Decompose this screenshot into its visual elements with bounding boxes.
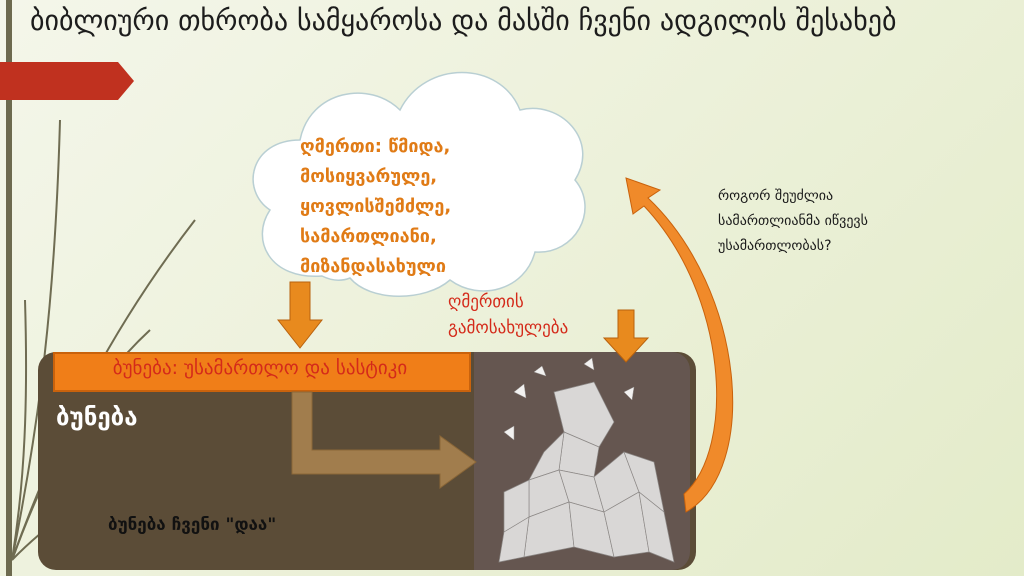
vertical-bar-decoration [6, 0, 12, 576]
nature-unjust-banner [53, 352, 471, 392]
sister-nature-text: ბუნება ჩვენი "დაა" [108, 515, 277, 535]
thought-cloud [252, 71, 586, 297]
title-accent-bar [0, 62, 134, 100]
nature-label: ბუნება [56, 403, 138, 431]
slide-title: ბიბლიური თხრობა სამყაროსა და მასში ჩვენი… [30, 4, 897, 37]
nature-unjust-banner-text: ბუნება: უსამართლო და სასტიკი [112, 357, 408, 379]
god-manifestation-label: ღმერთის გამოსახულება [448, 292, 569, 338]
justice-question-text: როგორ შეუძლია სამართლიანმა იწვევს უსამარ… [718, 188, 868, 254]
god-attributes-text: ღმერთი: წმიდა, მოსიყვარულე, ყოვლისშემძლე… [300, 136, 452, 277]
despairing-person-image [474, 352, 690, 570]
